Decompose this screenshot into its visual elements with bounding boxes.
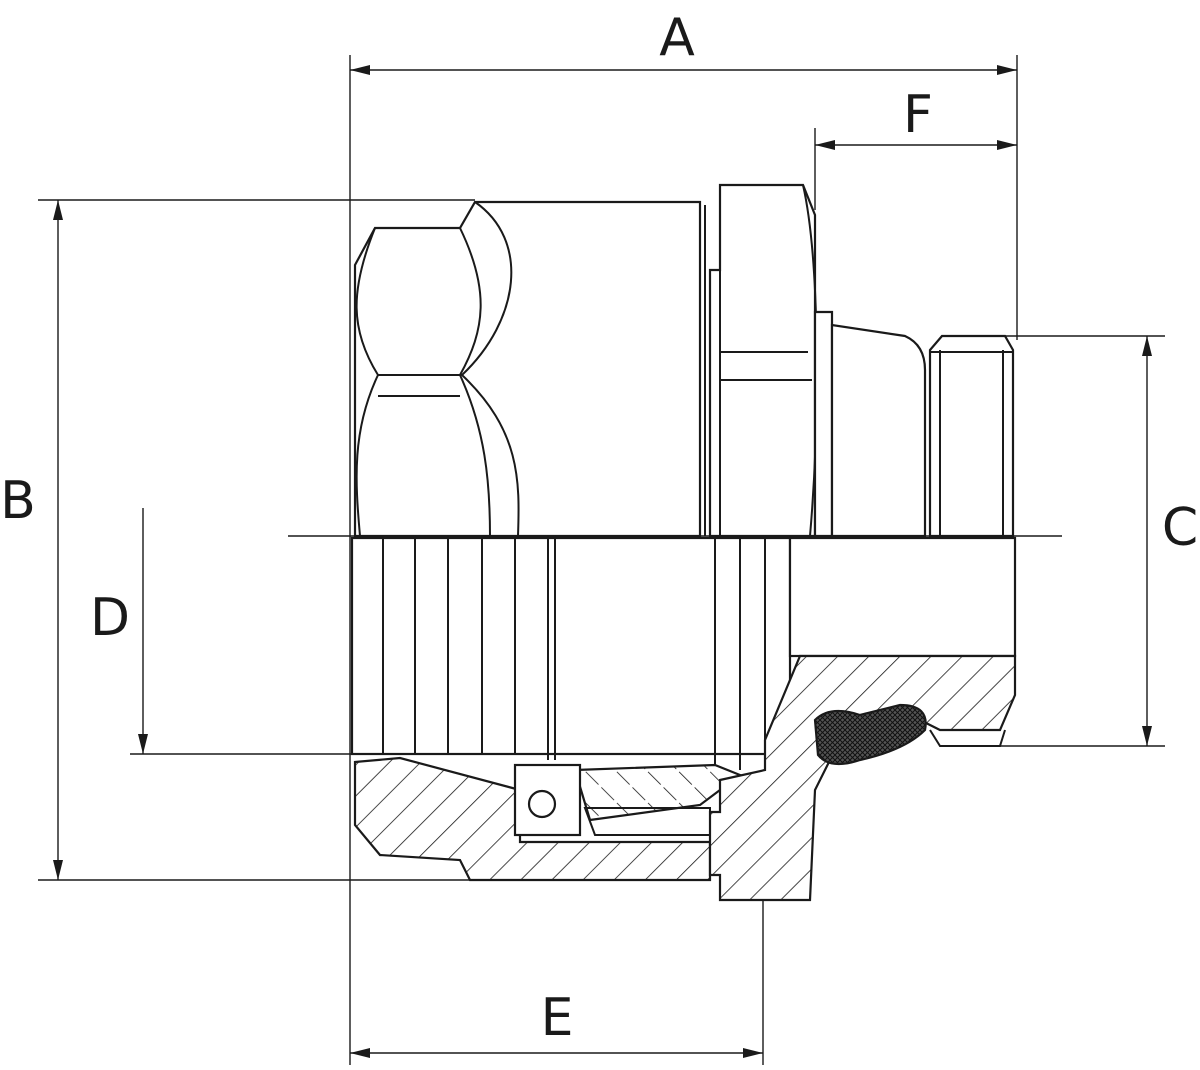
section-view [350, 536, 1017, 902]
dimension-c: C [1000, 335, 1198, 747]
dimension-f: F [814, 85, 1017, 210]
dimension-e: E [350, 870, 764, 1065]
dimension-label-b: B [0, 471, 36, 531]
dimension-label-f: F [903, 85, 933, 145]
dimension-d: D [90, 508, 560, 755]
hex-body [708, 183, 1015, 538]
dimension-label-d: D [90, 588, 130, 648]
dimension-b: B [0, 199, 475, 881]
union-nut [353, 200, 706, 538]
dimension-label-a: A [659, 8, 695, 68]
dimension-label-c: C [1162, 498, 1198, 558]
dimension-a: A [349, 8, 1018, 1065]
dimension-label-e: E [541, 988, 574, 1048]
